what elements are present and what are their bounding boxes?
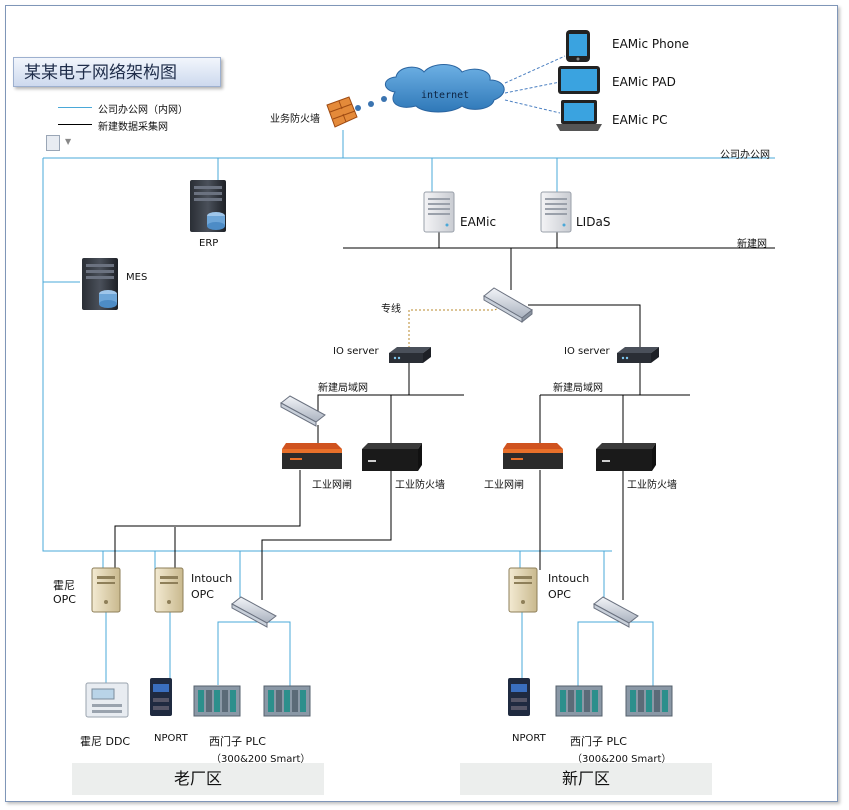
old-plant-zone-label: 老厂区 — [72, 763, 324, 795]
plc-right-label-1: 西门子 PLC — [570, 735, 627, 748]
new-plant-zone-label: 新厂区 — [460, 763, 712, 795]
connector-dots-icon — [355, 96, 387, 111]
eamic-pc-label: EAMic PC — [612, 113, 668, 127]
plant-switch-right-icon — [593, 596, 639, 628]
legend-office-label: 公司办公网（内网） — [98, 105, 188, 116]
nport-left-icon — [150, 678, 172, 716]
plc-left-label-1: 西门子 PLC — [209, 735, 266, 748]
intouch-opc-left-label-1: Intouch — [191, 572, 233, 585]
io-server-right-icon — [617, 347, 659, 363]
nport-right-label: NPORT — [512, 733, 546, 744]
honeywell-opc-pc-icon — [91, 567, 121, 613]
lidas-label: LIDaS — [576, 215, 611, 229]
internet-links — [504, 55, 566, 114]
gateway-left-label: 工业网闸 — [312, 480, 352, 491]
plc-right-label-2: （300&200 Smart） — [572, 754, 672, 765]
tablet-icon — [558, 66, 600, 94]
plc-new-1-icon — [555, 685, 603, 717]
eamic-pad-label: EAMic PAD — [612, 75, 676, 89]
firewall-brick-icon — [326, 96, 358, 128]
firewall-left-label: 工业防火墙 — [395, 480, 445, 491]
office-network-lines — [42, 130, 775, 690]
mes-server-icon — [82, 258, 118, 310]
industrial-firewall-right-icon — [596, 443, 656, 471]
lan-left-label: 新建局域网 — [318, 383, 368, 394]
intouch-opc-right-label-1: Intouch — [548, 572, 590, 585]
diagram-title: 某某电子网络架构图 — [13, 57, 221, 87]
lidas-server-icon — [540, 191, 572, 233]
mes-label: MES — [126, 272, 148, 283]
diagram-frame — [5, 5, 838, 802]
legend-office-line — [58, 107, 92, 108]
internet-cloud-icon — [384, 64, 505, 113]
dedicated-line — [408, 302, 506, 348]
intouch-opc-pc-left-icon — [154, 567, 184, 613]
dropdown-caret-icon[interactable]: ▼ — [65, 137, 72, 146]
document-icon[interactable] — [46, 135, 60, 151]
eamic-label: EAMic — [460, 215, 497, 229]
nport-right-icon — [508, 678, 530, 716]
lan-right-label: 新建局域网 — [553, 383, 603, 394]
io-server-left-label: IO server — [333, 346, 379, 357]
plc-old-1-icon — [193, 685, 241, 717]
core-switch-icon — [483, 287, 533, 324]
legend-new-line — [58, 124, 92, 125]
eamic-phone-label: EAMic Phone — [612, 37, 690, 51]
plc-left-label-2: （300&200 Smart） — [211, 754, 311, 765]
industrial-gateway-left-icon — [282, 443, 342, 469]
industrial-gateway-right-icon — [503, 443, 563, 469]
erp-label: ERP — [199, 238, 219, 249]
business-firewall-label: 业务防火墙 — [270, 114, 320, 125]
office-network-label: 公司办公网 — [720, 150, 770, 161]
honeywell-ddc-icon — [85, 682, 129, 718]
io-server-left-icon — [389, 347, 431, 363]
intouch-opc-pc-right-icon — [508, 567, 538, 613]
io-server-right-label: IO server — [564, 346, 610, 357]
legend-new-label: 新建数据采集网 — [98, 122, 168, 133]
new-network-label: 新建网 — [737, 239, 767, 250]
honeywell-opc-label-1: 霍尼 — [53, 579, 75, 592]
laptop-icon — [556, 100, 602, 131]
erp-server-icon — [190, 180, 226, 232]
phone-icon — [566, 30, 590, 62]
plant-switch-left-icon — [231, 596, 277, 628]
gateway-right-label: 工业网闸 — [484, 480, 524, 491]
intouch-opc-left-label-2: OPC — [191, 588, 214, 601]
nport-left-label: NPORT — [154, 733, 188, 744]
ddc-label: 霍尼 DDC — [80, 735, 131, 748]
plc-new-2-icon — [625, 685, 673, 717]
intouch-opc-right-label-2: OPC — [548, 588, 571, 601]
new-network-lines — [114, 232, 775, 600]
internet-label: internet — [421, 90, 470, 101]
plc-old-2-icon — [263, 685, 311, 717]
industrial-firewall-left-icon — [362, 443, 422, 471]
firewall-right-label: 工业防火墙 — [627, 480, 677, 491]
eamic-server-icon — [423, 191, 455, 233]
lan-switch-left-icon — [280, 395, 326, 427]
honeywell-opc-label-2: OPC — [53, 593, 76, 606]
dedicated-line-label: 专线 — [381, 304, 401, 315]
